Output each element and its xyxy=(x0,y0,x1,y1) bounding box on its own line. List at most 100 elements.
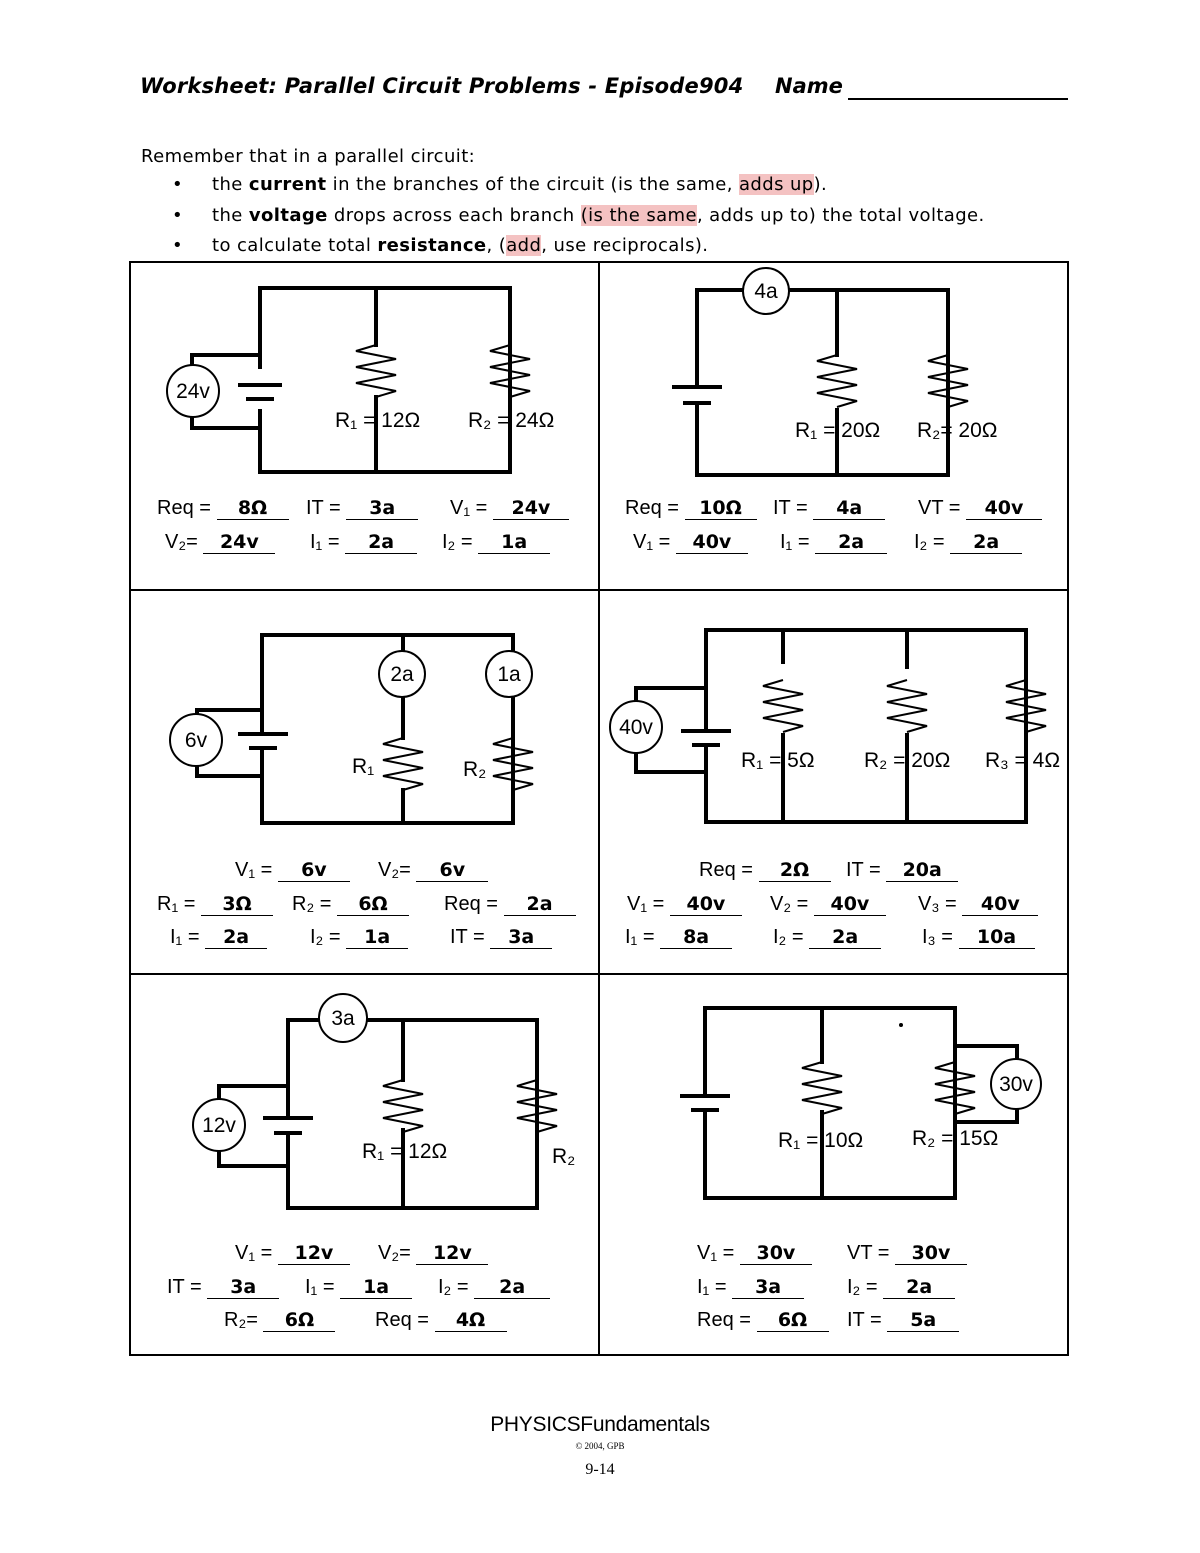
voltmeter-icon xyxy=(609,700,663,754)
resistor-r1 xyxy=(355,344,397,398)
page-number: 9-14 xyxy=(585,1461,615,1478)
answer-p4-v1[interactable]: V₁ = 40v xyxy=(627,893,742,916)
answer-p3-r2[interactable]: R₂ = 6Ω xyxy=(292,893,410,916)
answer-p3-req[interactable]: Req = 2a xyxy=(444,893,576,916)
answer-p2-vt[interactable]: VT = 40v xyxy=(918,497,1042,520)
r2-label: R₂ = 20Ω xyxy=(864,749,950,772)
ammeter-label: 4a xyxy=(754,280,778,303)
ammeter-2-icon xyxy=(485,650,533,698)
answer-p3-i2[interactable]: I₂ = 1a xyxy=(310,926,409,949)
answer-p6-i2[interactable]: I₂ = 2a xyxy=(847,1276,956,1299)
r1-label: R₁ = 10Ω xyxy=(778,1129,863,1152)
answer-p4-it[interactable]: IT = 20a xyxy=(846,859,959,882)
answer-p4-v2[interactable]: V₂ = 40v xyxy=(770,893,886,916)
answer-p2-v1[interactable]: V₁ = 40v xyxy=(633,531,748,554)
r1-label: R₁ xyxy=(352,755,374,778)
voltmeter-label: 6v xyxy=(185,729,208,752)
resistor-r1 xyxy=(382,737,424,791)
r2-label: R₂ xyxy=(463,758,486,781)
circuit-5: 12v 3a R₁ = 12Ω R₂ xyxy=(192,993,575,1210)
resistor-r1 xyxy=(382,1079,424,1133)
answer-p1-v2[interactable]: V₂= 24v xyxy=(165,531,276,554)
answer-p4-i3[interactable]: I₃ = 10a xyxy=(922,926,1035,949)
answer-p6-i1[interactable]: I₁ = 3a xyxy=(697,1276,805,1299)
r2-label: R₂ xyxy=(552,1145,575,1168)
circuit-2: 4a R₁ = 20Ω R₂= 20Ω xyxy=(672,267,997,477)
circuit-3: 6v 2a 1a R₁ R₂ xyxy=(169,633,534,825)
name-field-line[interactable] xyxy=(848,98,1068,100)
answer-p4-req[interactable]: Req = 2Ω xyxy=(699,859,831,882)
answer-p2-i2[interactable]: I₂ = 2a xyxy=(914,531,1023,554)
answer-p3-r1[interactable]: R₁ = 3Ω xyxy=(157,893,273,916)
footer-copyright: © 2004, GPB xyxy=(575,1441,625,1451)
voltmeter-label: 30v xyxy=(999,1073,1033,1096)
name-label: Name xyxy=(775,74,843,98)
circuit-4: 40v R₁ = 5Ω R₂ = 20Ω R₃ = 4Ω xyxy=(609,628,1060,824)
ammeter-1-label: 2a xyxy=(390,663,414,686)
answer-p5-req[interactable]: Req = 4Ω xyxy=(375,1309,507,1332)
answer-p1-i1[interactable]: I₁ = 2a xyxy=(310,531,418,554)
r2-label: R₂ = 15Ω xyxy=(912,1127,998,1150)
answer-p4-v3[interactable]: V₃ = 40v xyxy=(918,893,1039,916)
footer-brand: PHYSICSFundamentals xyxy=(490,1413,710,1436)
rule-resistance: to calculate total resistance, (add, use… xyxy=(140,231,985,262)
answer-p6-vt[interactable]: VT = 30v xyxy=(847,1242,967,1265)
grid-divider-row1 xyxy=(129,589,1069,591)
stray-dot xyxy=(899,1023,903,1027)
rule-voltage: the voltage drops across each branch (is… xyxy=(140,201,985,232)
voltmeter-icon xyxy=(166,364,220,418)
circuit-6: 30v R₁ = 10Ω R₂ = 15Ω xyxy=(680,1006,1042,1200)
resistor-r2 xyxy=(927,354,969,408)
answer-p4-i2[interactable]: I₂ = 2a xyxy=(773,926,882,949)
rules-list: the current in the branches of the circu… xyxy=(140,170,985,262)
answer-p1-v1[interactable]: V₁ = 24v xyxy=(450,497,569,520)
answer-p2-req[interactable]: Req = 10Ω xyxy=(625,497,757,520)
answer-p2-it[interactable]: IT = 4a xyxy=(773,497,886,520)
resistor-r1 xyxy=(762,679,804,733)
answer-p3-i1[interactable]: I₁ = 2a xyxy=(170,926,268,949)
answer-p6-it[interactable]: IT = 5a xyxy=(847,1309,960,1332)
answer-p3-it[interactable]: IT = 3a xyxy=(450,926,553,949)
resistor-r3 xyxy=(1005,679,1047,733)
ammeter-icon xyxy=(318,993,368,1043)
grid-divider-row2 xyxy=(129,973,1069,975)
voltmeter-icon xyxy=(990,1058,1042,1110)
circuit-1: 24v R₁ = 12Ω R₂ = 24Ω xyxy=(166,286,554,474)
answer-p5-v2[interactable]: V₂= 12v xyxy=(378,1242,489,1265)
resistor-r1 xyxy=(816,354,858,408)
answer-p1-it[interactable]: IT = 3a xyxy=(306,497,419,520)
voltmeter-icon xyxy=(192,1098,246,1152)
intro-text: Remember that in a parallel circuit: xyxy=(141,146,476,167)
answer-p2-i1[interactable]: I₁ = 2a xyxy=(780,531,888,554)
r2-label: R₂= 20Ω xyxy=(917,419,997,442)
r1-label: R₁ = 20Ω xyxy=(795,419,880,442)
answer-p4-i1[interactable]: I₁ = 8a xyxy=(625,926,733,949)
voltmeter-label: 40v xyxy=(619,716,653,739)
grid-divider-vertical xyxy=(598,261,600,1356)
answer-p6-req[interactable]: Req = 6Ω xyxy=(697,1309,829,1332)
voltmeter-label: 12v xyxy=(202,1114,236,1137)
answer-p5-v1[interactable]: V₁ = 12v xyxy=(235,1242,350,1265)
ammeter-2-label: 1a xyxy=(497,663,521,686)
answer-p3-v1[interactable]: V₁ = 6v xyxy=(235,859,350,882)
ammeter-1-icon xyxy=(378,650,426,698)
answer-p5-i2[interactable]: I₂ = 2a xyxy=(438,1276,551,1299)
resistor-r2 xyxy=(516,1079,558,1133)
rule-current: the current in the branches of the circu… xyxy=(140,170,985,201)
answer-p5-i1[interactable]: I₁ = 1a xyxy=(305,1276,413,1299)
answer-p6-v1[interactable]: V₁ = 30v xyxy=(697,1242,812,1265)
resistor-r2 xyxy=(886,679,928,733)
answer-p5-r2[interactable]: R₂= 6Ω xyxy=(224,1309,336,1332)
voltmeter-label: 24v xyxy=(176,380,210,403)
answer-p1-i2[interactable]: I₂ = 1a xyxy=(442,531,551,554)
answer-p5-it[interactable]: IT = 3a xyxy=(167,1276,280,1299)
r2-label: R₂ = 24Ω xyxy=(468,409,554,432)
answer-p3-v2[interactable]: V₂= 6v xyxy=(378,859,489,882)
answer-p1-req[interactable]: Req = 8Ω xyxy=(157,497,289,520)
r1-label: R₁ = 12Ω xyxy=(335,409,420,432)
worksheet-title: Worksheet: Parallel Circuit Problems - E… xyxy=(140,74,744,98)
ammeter-label: 3a xyxy=(331,1007,355,1030)
resistor-r2 xyxy=(934,1061,976,1115)
resistor-r2 xyxy=(492,737,534,791)
